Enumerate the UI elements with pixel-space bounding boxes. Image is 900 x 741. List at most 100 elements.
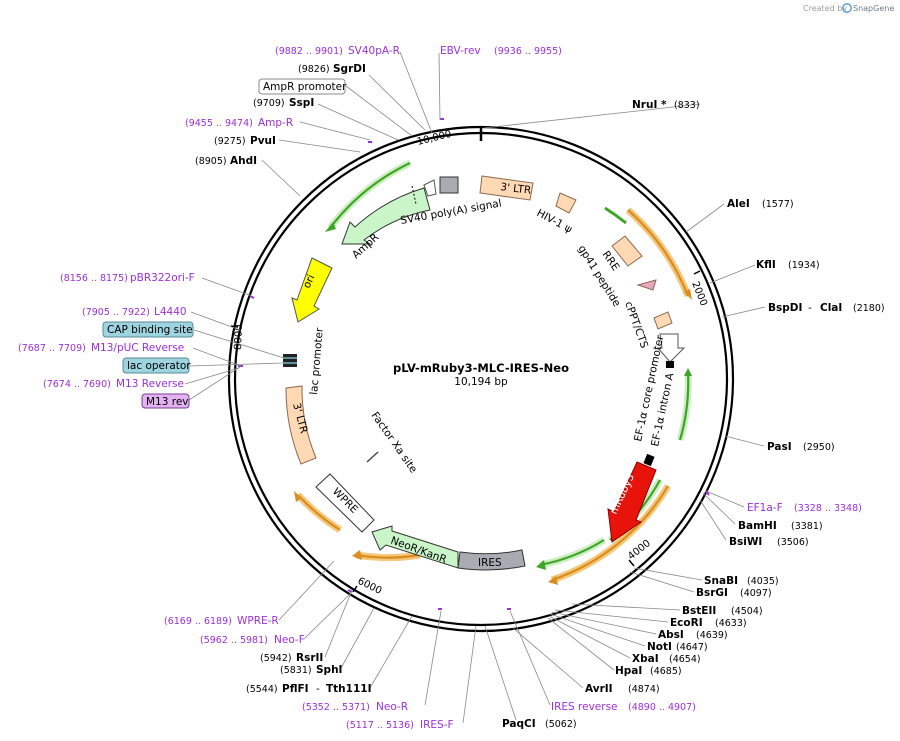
enzyme-sgrdi-pos: (9826) (298, 64, 330, 75)
enzyme-nrui-pos: (833) (674, 100, 700, 111)
primer-ebv-rev-pos: (9936 .. 9955) (494, 46, 562, 57)
enzyme-snabi-pos: (4035) (747, 576, 779, 587)
primer-mark-ef1a-f (705, 490, 710, 496)
feature-sv40-polya-box[interactable] (439, 176, 459, 194)
tick-2000: 2000 (689, 280, 709, 308)
feature-small-arrow (423, 179, 437, 197)
enzyme-separator-2: - (316, 683, 320, 695)
feature-ampr-arrow[interactable] (341, 187, 431, 245)
enzyme-tth111i[interactable]: Tth111I (326, 683, 371, 695)
feature-mruby3-arrow[interactable] (607, 461, 657, 543)
feature-lac-promoter-block[interactable] (283, 354, 297, 367)
feature-gp41-box[interactable] (636, 279, 657, 291)
orf-arc-2 (604, 206, 627, 225)
tick-8000: 8000 (233, 324, 245, 350)
enzyme-bspdi[interactable]: BspDI (768, 302, 802, 314)
primer-ebv-rev[interactable]: EBV-rev (440, 45, 481, 57)
lac-operator-box[interactable] (122, 357, 190, 374)
enzyme-paqci-pos: (5062) (545, 719, 577, 730)
primer-mark-pbr322 (249, 295, 255, 299)
cap-binding-box[interactable] (102, 321, 194, 338)
ampr-promoter-box[interactable] (258, 78, 346, 95)
feature-ires-box[interactable] (457, 549, 526, 571)
enzyme-absi[interactable]: AbsI (658, 629, 684, 641)
orf-arc-3-arrowhead (684, 368, 692, 376)
enzyme-ahdi[interactable]: AhdI (230, 155, 257, 167)
orf-arc-4 (551, 485, 669, 582)
feature-cppt-label: cPPT/CTS (622, 300, 650, 350)
enzyme-alei-pos: (1577) (762, 199, 794, 210)
enzyme-snabi[interactable]: SnaBI (704, 575, 738, 587)
orf-arc-4-arrowhead (548, 576, 558, 585)
orf-arc-1 (627, 209, 690, 297)
enzyme-ecori[interactable]: EcoRI (670, 617, 703, 629)
enzyme-hpai[interactable]: HpaI (615, 665, 642, 677)
primer-neo-f[interactable]: Neo-F (274, 634, 305, 646)
enzyme-pflfi-pos: (5544) (246, 684, 278, 695)
enzyme-clai[interactable]: ClaI (820, 302, 842, 314)
primer-pbr322[interactable]: pBR322ori-F (130, 272, 195, 284)
primer-amp-r-pos: (9455 .. 9474) (185, 118, 253, 129)
orf-arc-1-arrowhead (684, 289, 692, 300)
orf-arc-9 (329, 162, 411, 229)
primer-ef1a-f-pos: (3328 .. 3348) (794, 503, 862, 514)
credit-app: SnapGene (853, 4, 894, 13)
feature-hiv-psi-box[interactable] (555, 192, 577, 214)
enzyme-bsteii-pos: (4504) (731, 606, 763, 617)
enzyme-avrii[interactable]: AvrII (585, 683, 613, 695)
enzyme-nrui[interactable]: NruI * (632, 99, 667, 111)
enzyme-rsrii[interactable]: RsrII (296, 652, 323, 664)
primer-l4440[interactable]: L4440 (154, 306, 187, 318)
enzyme-pvui[interactable]: PvuI (250, 135, 276, 147)
enzyme-sspi[interactable]: SspI (289, 97, 314, 109)
enzyme-noti[interactable]: NotI (647, 641, 672, 653)
feature-wpre-box[interactable] (315, 473, 375, 533)
primer-sv40pa-r[interactable]: SV40pA-R (348, 45, 400, 57)
enzyme-kfli-pos: (1934) (788, 260, 820, 271)
credit-created-by: Created by (803, 4, 847, 13)
primer-ires-reverse[interactable]: IRES reverse (551, 701, 618, 713)
enzyme-kfli[interactable]: KflI (756, 259, 776, 271)
enzyme-xbai[interactable]: XbaI (632, 653, 659, 665)
enzyme-bsteii[interactable]: BstEII (682, 605, 716, 617)
enzyme-ahdi-pos: (8905) (195, 156, 227, 167)
m13-rev-box[interactable] (141, 393, 190, 409)
primer-amp-r[interactable]: Amp-R (258, 117, 293, 129)
primer-m13puc[interactable]: M13/pUC Reverse (91, 342, 184, 354)
feature-cppt-box[interactable] (653, 311, 673, 330)
enzyme-sphi[interactable]: SphI (316, 664, 342, 676)
feature-3ltr-top[interactable] (479, 175, 534, 201)
orf-arc-9-arrowhead (325, 222, 336, 232)
enzyme-noti-pos: (4647) (676, 642, 708, 653)
feature-3ltr-left-box[interactable] (285, 385, 317, 465)
primer-neo-r[interactable]: Neo-R (376, 701, 408, 713)
orf-arc-6-arrowhead (536, 560, 546, 570)
feature-neor-arrow[interactable] (371, 525, 459, 569)
enzyme-pasi[interactable]: PasI (767, 441, 792, 453)
enzyme-absi-pos: (4639) (696, 630, 728, 641)
feature-3ltr-top-label: 3' LTR (500, 181, 532, 197)
enzyme-bamhi-pos: (3381) (791, 521, 823, 532)
enzyme-pflfi[interactable]: PflFI (282, 683, 309, 695)
enzyme-sspi-pos: (9709) (253, 98, 285, 109)
primer-m13puc-pos: (7687 .. 7709) (18, 343, 86, 354)
feature-ori-arrow[interactable] (291, 257, 333, 323)
enzyme-sphi-pos: (5831) (280, 665, 312, 676)
primer-m13-reverse[interactable]: M13 Reverse (116, 378, 184, 390)
cap-binding-label: CAP binding site (107, 324, 193, 336)
enzyme-bspdi-pos: (2180) (853, 303, 885, 314)
enzyme-sgrdi[interactable]: SgrDI (333, 63, 366, 75)
enzyme-paqci[interactable]: PaqCI (502, 718, 536, 730)
feature-ef1a-core-arrow[interactable] (656, 333, 686, 363)
enzyme-bsiwi[interactable]: BsiWI (729, 536, 762, 548)
primer-wpre-r[interactable]: WPRE-R (237, 615, 279, 627)
primer-ef1a-f[interactable]: EF1a-F (747, 502, 783, 514)
primer-ires-f-pos: (5117 .. 5136) (346, 720, 414, 731)
enzyme-separator: - (808, 302, 812, 314)
enzyme-bsrgi[interactable]: BsrGI (696, 587, 728, 599)
enzyme-bamhi[interactable]: BamHI (738, 520, 777, 532)
feature-rre-box[interactable] (611, 235, 643, 267)
enzyme-alei[interactable]: AleI (727, 198, 750, 210)
enzyme-xbai-pos: (4654) (669, 654, 701, 665)
primer-ires-f[interactable]: IRES-F (420, 719, 454, 731)
